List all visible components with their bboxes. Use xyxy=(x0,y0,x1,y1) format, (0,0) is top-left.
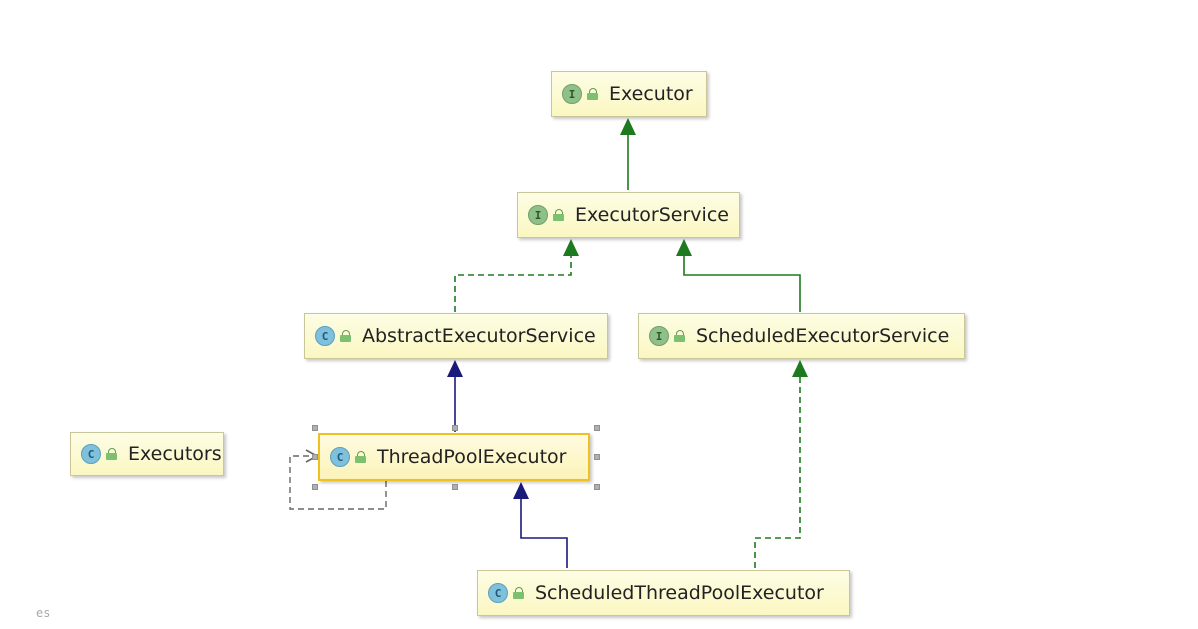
node-label: ScheduledExecutorService xyxy=(696,325,950,347)
selection-handle[interactable] xyxy=(594,425,600,431)
node-scheduled-thread-pool-executor[interactable]: C ScheduledThreadPoolExecutor xyxy=(477,570,850,616)
selection-handle[interactable] xyxy=(312,484,318,490)
node-scheduled-executor-service[interactable]: I ScheduledExecutorService xyxy=(638,313,965,359)
node-label: ExecutorService xyxy=(575,204,729,226)
selection-handle[interactable] xyxy=(312,425,318,431)
node-thread-pool-executor[interactable]: C ThreadPoolExecutor xyxy=(318,433,590,481)
class-icon: C xyxy=(488,583,508,603)
node-label: Executors xyxy=(128,443,222,465)
edge-abstractexecutorservice-to-executorservice xyxy=(454,239,579,312)
public-visibility-icon xyxy=(587,88,601,100)
class-icon: C xyxy=(81,444,101,464)
node-abstract-executor-service[interactable]: C AbstractExecutorService xyxy=(304,313,608,359)
selection-handle[interactable] xyxy=(594,484,600,490)
selection-handle[interactable] xyxy=(312,454,318,460)
edge-scheduledexecutorservice-to-executorservice xyxy=(676,239,801,312)
public-visibility-icon xyxy=(674,330,688,342)
edge-scheduledthreadpoolexecutor-to-scheduledexecutorservice xyxy=(754,360,808,568)
edge-executorservice-to-executor xyxy=(620,118,636,190)
node-label: ScheduledThreadPoolExecutor xyxy=(535,582,824,604)
node-label: AbstractExecutorService xyxy=(362,325,596,347)
selection-handle[interactable] xyxy=(452,425,458,431)
public-visibility-icon xyxy=(340,330,354,342)
public-visibility-icon xyxy=(106,448,120,460)
interface-icon: I xyxy=(528,205,548,225)
watermark-text: es xyxy=(36,606,51,620)
public-visibility-icon xyxy=(553,209,567,221)
selection-handle[interactable] xyxy=(594,454,600,460)
node-label: Executor xyxy=(609,83,693,105)
interface-icon: I xyxy=(562,84,582,104)
node-label: ThreadPoolExecutor xyxy=(377,446,567,468)
class-icon: C xyxy=(330,447,350,467)
public-visibility-icon xyxy=(513,587,527,599)
edge-threadpoolexecutor-to-abstractexecutorservice xyxy=(447,360,463,432)
interface-icon: I xyxy=(649,326,669,346)
selection-handle[interactable] xyxy=(452,484,458,490)
node-executor[interactable]: I Executor xyxy=(551,71,707,117)
node-executors[interactable]: C Executors xyxy=(70,432,224,476)
node-executor-service[interactable]: I ExecutorService xyxy=(517,192,740,238)
public-visibility-icon xyxy=(355,451,369,463)
edge-scheduledthreadpoolexecutor-to-threadpoolexecutor xyxy=(513,482,568,568)
class-icon: C xyxy=(315,326,335,346)
